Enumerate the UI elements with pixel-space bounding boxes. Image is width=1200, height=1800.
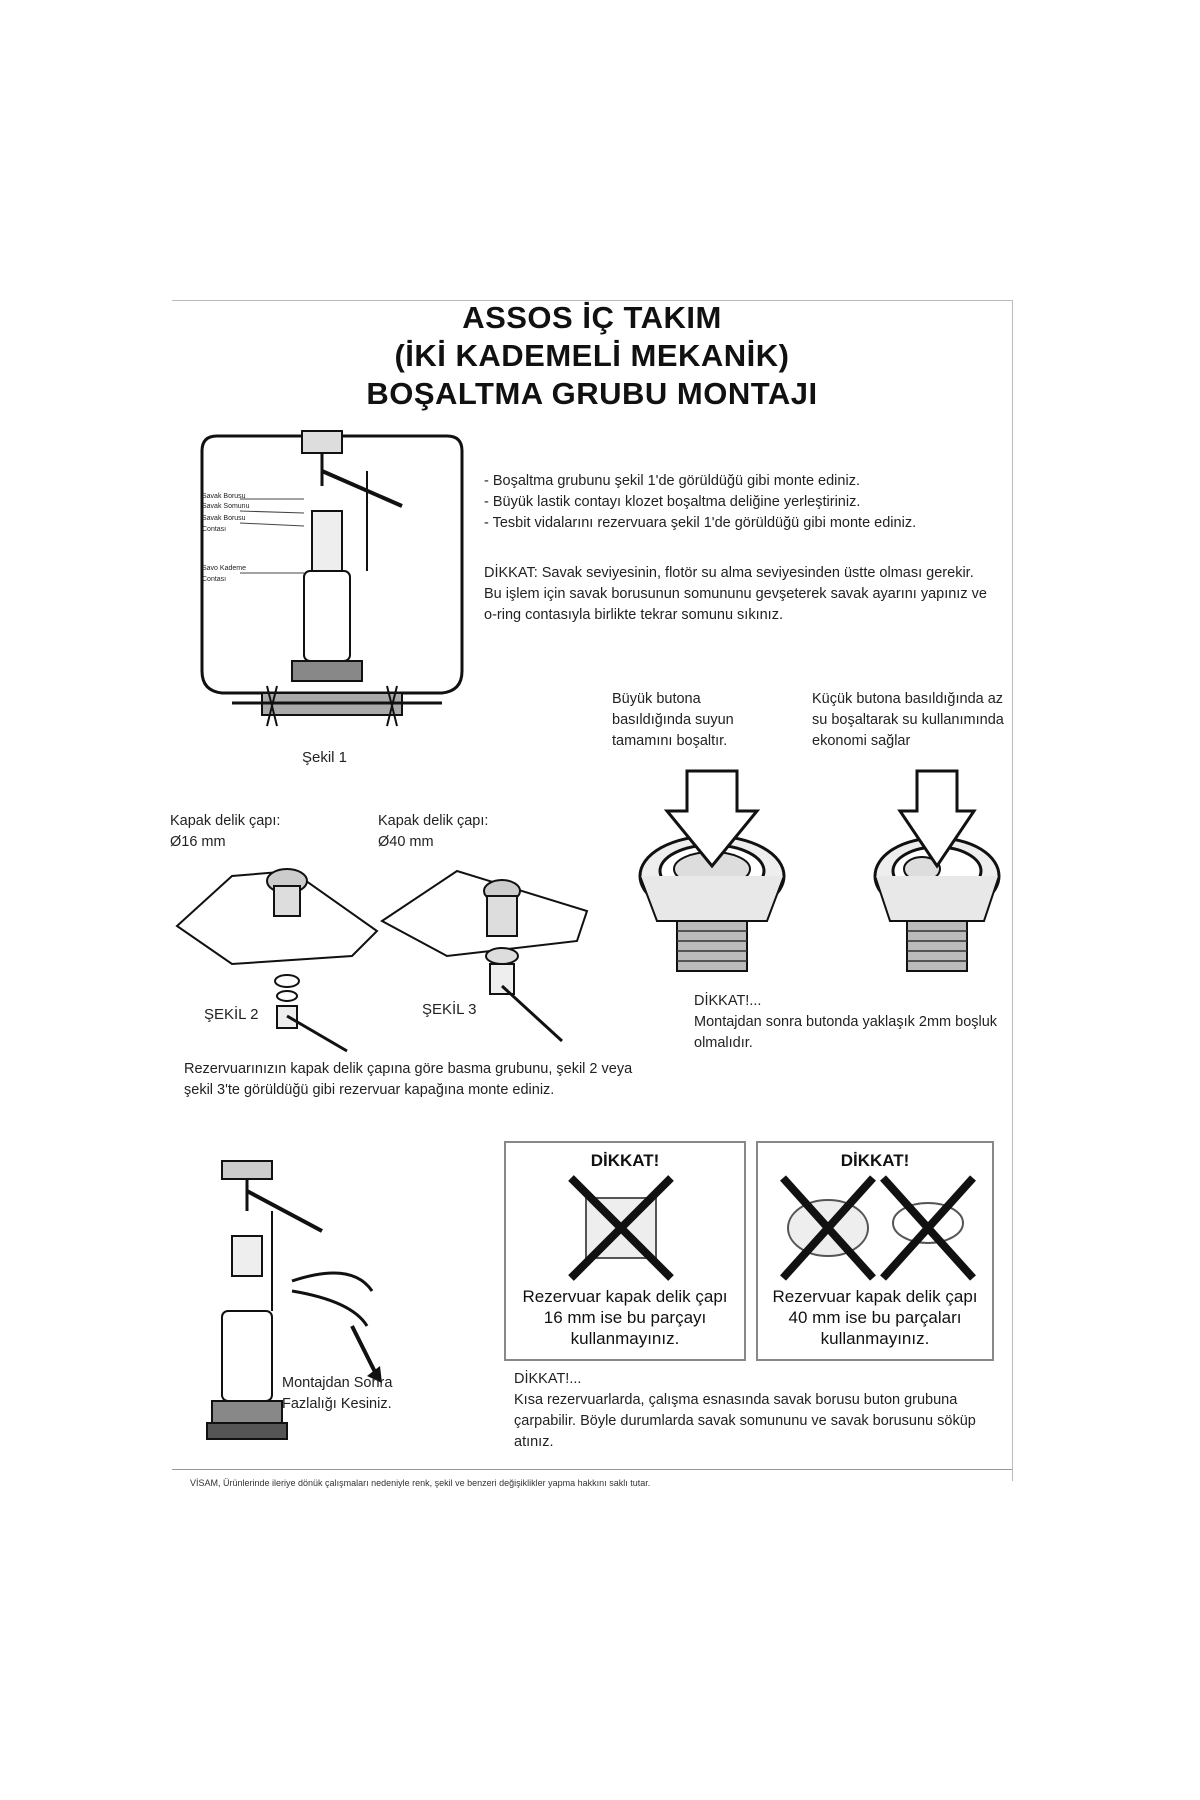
figure-3-lid-diagram — [380, 869, 589, 1043]
title-line-3: BOŞALTMA GRUBU MONTAJI — [366, 376, 818, 411]
warning-box-16mm: DİKKAT! Rezervuar kapak delik çapı 16 mm… — [504, 1141, 746, 1361]
part-label-2: Savak Somunu — [202, 503, 250, 510]
instruction-sheet: ASSOS İÇ TAKIM (İKİ KADEMELİ MEKANİK) BO… — [170, 300, 1013, 1488]
part-label-6: Contası — [202, 576, 227, 583]
section1-instructions: - Boşaltma grubunu şekil 1'de görüldüğü … — [484, 473, 917, 531]
buttons-warning: DİKKAT!... Montajdan sonra butonda yakla… — [694, 993, 998, 1051]
section2-instructions: Rezervuarınızın kapak delik çapına göre … — [184, 1061, 633, 1098]
cut-instruction: Montajdan Sonra Fazlalığı Kesiniz. — [282, 1375, 393, 1412]
warning-box-16mm-title: DİKKAT! — [590, 1151, 660, 1170]
title-line-2: (İKİ KADEMELİ MEKANİK) — [394, 338, 790, 373]
figure-3-caption: Kapak delik çapı: Ø40 mm — [378, 813, 489, 850]
figure-2-lid-diagram — [175, 868, 379, 1053]
small-button-text: Küçük butona basıldığında az su boşaltar… — [812, 691, 1004, 749]
part-label-1: Savak Borusu — [202, 493, 246, 500]
figure-3-label: ŞEKİL 3 — [422, 1001, 477, 1018]
figure-2-label: ŞEKİL 2 — [204, 1006, 259, 1023]
figure-cut-diagram — [206, 1160, 382, 1440]
crossed-part-icon — [568, 1175, 674, 1281]
figure-1-tank-diagram — [200, 430, 464, 727]
crossed-parts-icon — [780, 1175, 976, 1281]
title-line-1: ASSOS İÇ TAKIM — [462, 300, 722, 335]
big-button-icon — [638, 769, 786, 972]
small-button-icon — [873, 769, 1001, 972]
part-label-5: Savo Kademe — [202, 565, 246, 572]
figure-2-caption: Kapak delik çapı: Ø16 mm — [170, 813, 281, 850]
warning-box-40mm: DİKKAT! Rezervuar kapak delik çapı 40 mm… — [756, 1141, 994, 1361]
big-button-text: Büyük butona basıldığında suyun tamamını… — [612, 691, 734, 749]
warning-box-16mm-text: Rezervuar kapak delik çapı 16 mm ise bu … — [522, 1287, 728, 1348]
footer-disclaimer: VİSAM, Ürünlerinde ileriye dönük çalışma… — [172, 1469, 1012, 1488]
section1-warning: DİKKAT: Savak seviyesinin, flotör su alm… — [484, 565, 987, 623]
part-label-3: Savak Borusu — [202, 515, 246, 522]
warning-box-40mm-text: Rezervuar kapak delik çapı 40 mm ise bu … — [772, 1287, 978, 1348]
figure-1-label: Şekil 1 — [302, 749, 348, 766]
part-label-4: Contası — [202, 526, 227, 533]
warning-box-40mm-title: DİKKAT! — [840, 1151, 910, 1170]
section3-warning: DİKKAT!... Kısa rezervuarlarda, çalışma … — [514, 1371, 976, 1450]
